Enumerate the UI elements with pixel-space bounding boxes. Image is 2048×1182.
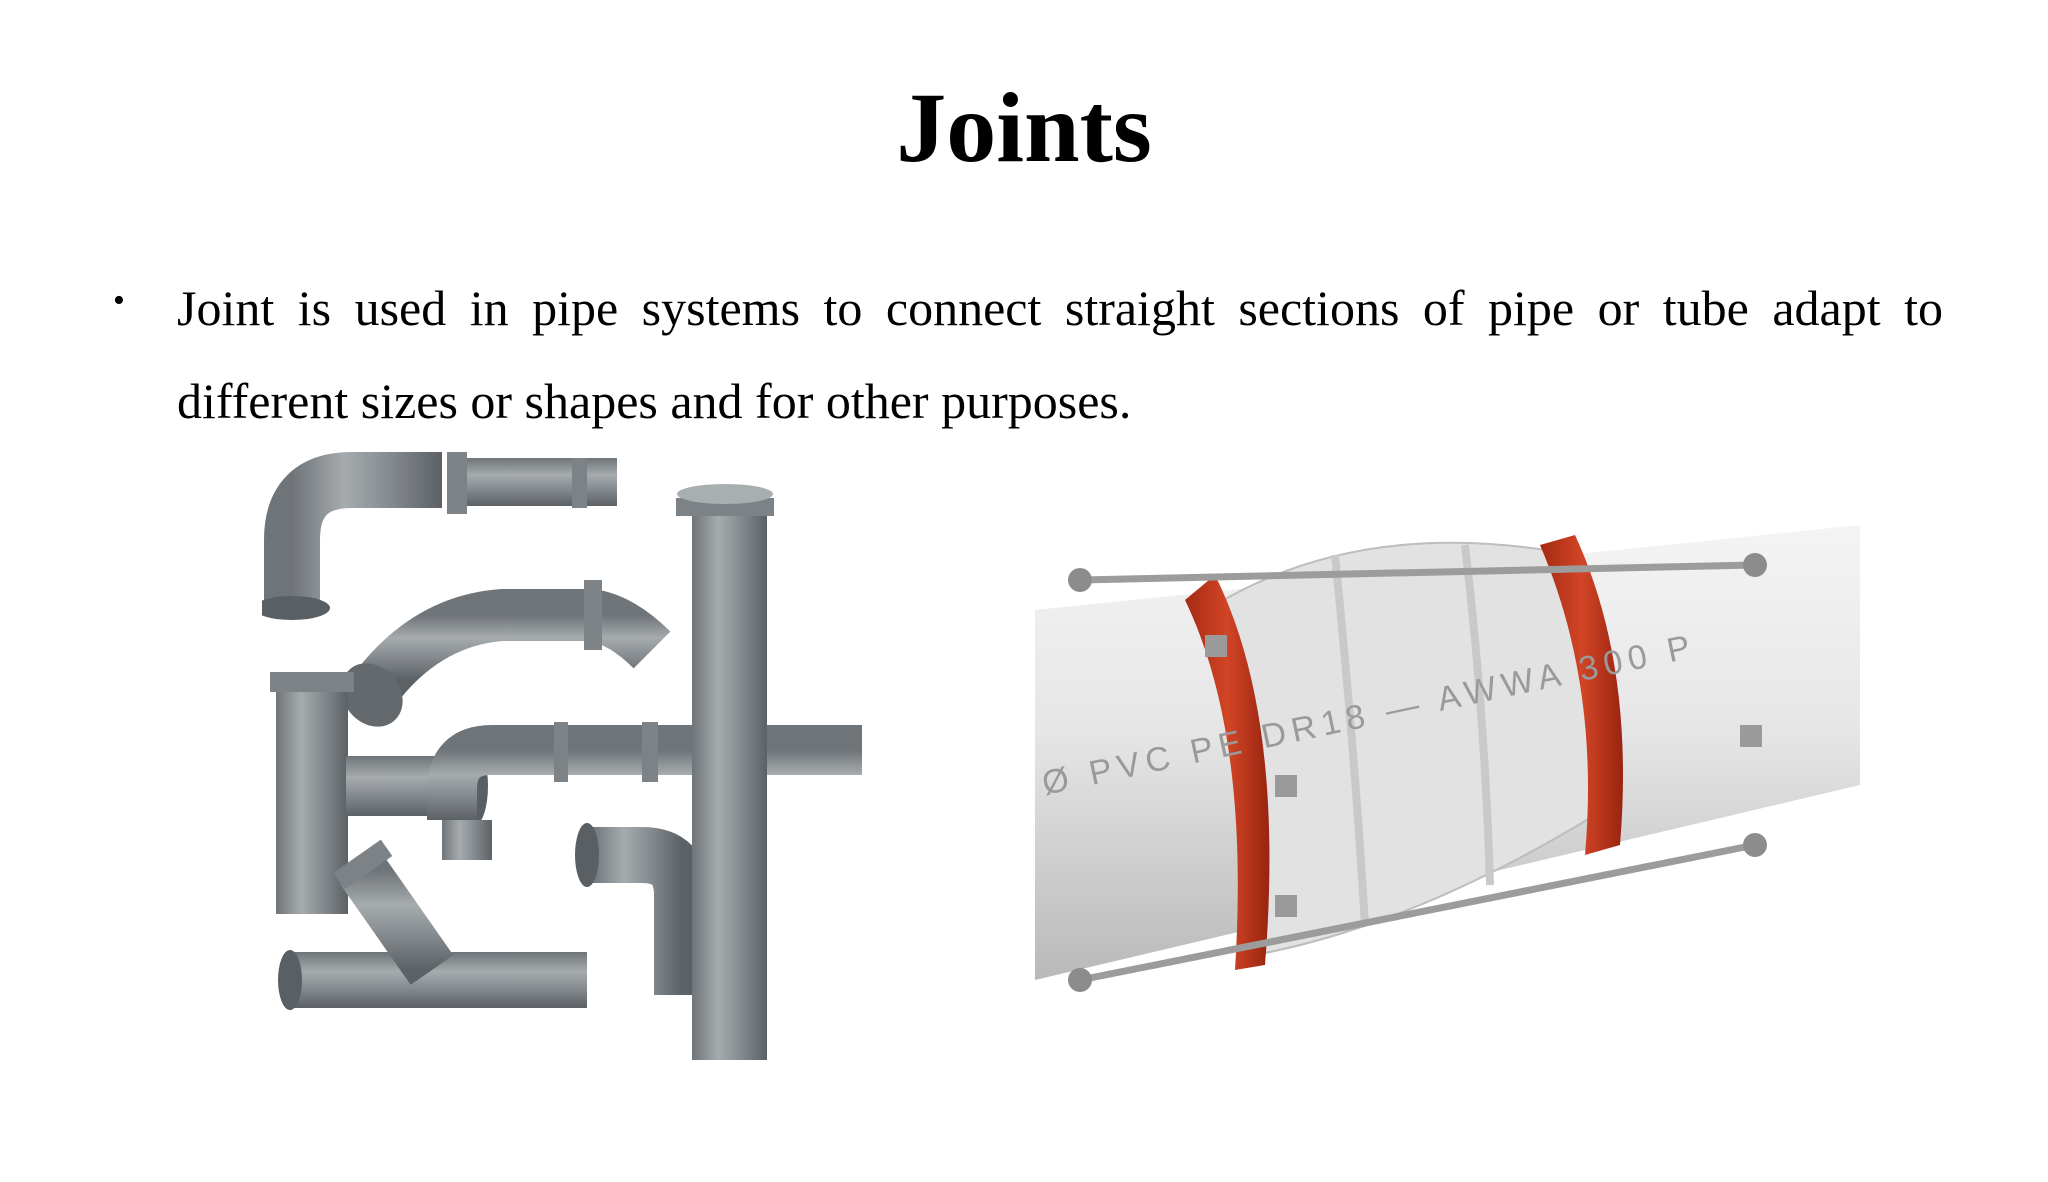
bullet-marker: • [113,282,125,319]
slide-title: Joints [896,72,1152,183]
pvc-fittings-image [262,450,862,1070]
bullet-text: Joint is used in pipe systems to connect… [177,280,1943,429]
pipe-coupling-image: Ø PVC PE DR18 — AWWA 300 P [1035,515,1860,1005]
